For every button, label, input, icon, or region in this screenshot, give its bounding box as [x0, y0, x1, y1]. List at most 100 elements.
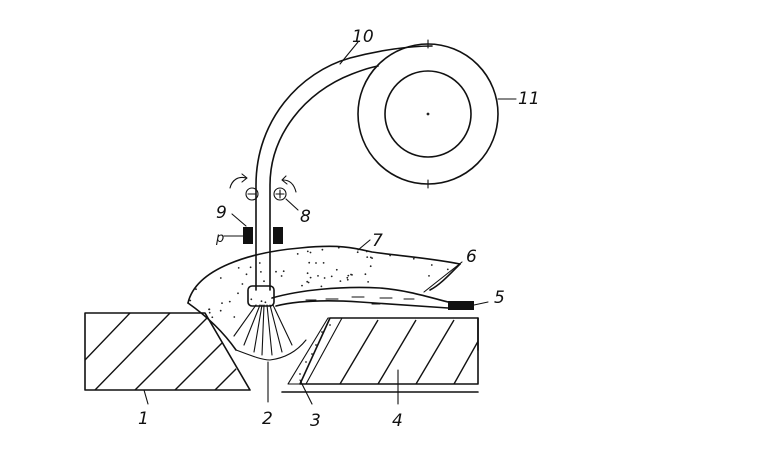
stipple-dot — [235, 248, 237, 251]
stipple-dot — [306, 272, 309, 275]
stipple-dot — [275, 270, 277, 273]
stipple-dot — [258, 262, 261, 264]
stipple-dot — [196, 273, 199, 275]
label-6: 6 — [466, 247, 477, 267]
bevel-layer — [287, 317, 343, 385]
stipple-dot — [314, 316, 316, 319]
stipple-dot — [309, 251, 312, 254]
stipple-dot — [189, 271, 191, 273]
stipple-dot — [366, 256, 369, 258]
roller-8 — [273, 187, 287, 201]
shield-gas — [187, 245, 461, 351]
stipple-dot — [250, 298, 253, 301]
stipple-dot — [350, 273, 352, 276]
stipple-dot — [372, 291, 375, 294]
label-2: 2 — [262, 409, 273, 429]
stipple-dot — [279, 312, 281, 314]
label-4: 4 — [392, 411, 403, 431]
stipple-dot — [430, 264, 433, 266]
stipple-dot — [346, 276, 349, 279]
stipple-dot — [335, 268, 338, 271]
stipple-dot — [218, 262, 221, 265]
label-8: 8 — [300, 207, 311, 227]
leader-lines — [143, 41, 517, 405]
stipple-dot — [320, 285, 323, 288]
stipple-dot — [371, 257, 373, 259]
stipple-dot — [369, 265, 372, 268]
stipple-dot — [309, 276, 312, 279]
weld-pool — [233, 304, 307, 361]
rotation-arrow-left — [229, 176, 247, 189]
stipple-dot — [245, 273, 248, 276]
stipple-dot — [260, 271, 262, 273]
stipple-dot — [364, 273, 367, 276]
bevel-dots — [299, 324, 331, 375]
stipple-dot — [233, 316, 236, 318]
label-p: p — [215, 231, 224, 246]
stipple-dot — [334, 310, 336, 313]
clamp-right — [273, 227, 283, 244]
stipple-dot — [263, 280, 265, 283]
stipple-dot — [195, 288, 197, 291]
stipple-dot — [428, 275, 430, 277]
wire-reel — [357, 39, 499, 189]
stipple-dot — [393, 292, 396, 294]
stipple-dot — [315, 262, 317, 264]
stipple-dot — [322, 295, 325, 298]
stipple-dot — [311, 307, 313, 310]
stipple-dot — [224, 261, 226, 263]
stipple-dot — [231, 246, 234, 248]
stipple-dot — [282, 270, 285, 273]
clamp-left — [243, 227, 253, 244]
stipple-dot — [233, 247, 235, 250]
stipple-dot — [442, 314, 445, 317]
stipple-dot — [317, 275, 319, 277]
stipple-dot — [321, 248, 324, 251]
workpiece-right — [281, 317, 479, 393]
stipple-dot — [366, 307, 369, 310]
stipple-dot — [307, 281, 310, 284]
stipple-dot — [241, 283, 244, 285]
stipple-dot — [401, 311, 403, 313]
stipple-dot — [330, 275, 333, 278]
stipple-dot — [189, 299, 192, 302]
stipple-dot — [208, 311, 211, 314]
stipple-dot — [391, 301, 394, 304]
label-3: 3 — [310, 411, 321, 431]
stipple-dot — [219, 277, 222, 279]
stipple-dot — [209, 250, 212, 252]
stipple-dot — [373, 298, 376, 300]
stipple-dot — [308, 261, 311, 264]
stipple-dot — [221, 302, 223, 304]
stipple-dot — [306, 280, 309, 283]
wire-tube — [247, 45, 433, 307]
sensor-block — [448, 301, 474, 310]
label-10: 10 — [352, 27, 374, 47]
rotation-arrow-right — [282, 179, 297, 193]
stipple-dot — [447, 258, 449, 261]
stipple-dot — [390, 291, 393, 293]
roller-9 — [245, 187, 259, 201]
stipple-dot — [272, 246, 275, 249]
stipple-dot — [359, 304, 362, 307]
stipple-dot — [204, 270, 207, 273]
stipple-dot — [237, 292, 239, 295]
stipple-dot — [208, 308, 210, 311]
feed-rollers — [229, 173, 297, 201]
label-11: 11 — [518, 89, 540, 109]
stipple-dot — [296, 253, 299, 255]
stipple-dot — [420, 314, 423, 317]
stipple-dot — [249, 266, 252, 269]
stipple-dot — [237, 267, 240, 269]
stipple-dot — [301, 284, 303, 287]
stipple-dot — [311, 314, 314, 317]
label-1: 1 — [138, 409, 149, 429]
stipple-dot — [356, 251, 359, 254]
stipple-dot — [200, 274, 202, 277]
contact-tip — [247, 285, 275, 307]
stipple-dot — [337, 246, 340, 249]
stipple-dot — [264, 301, 267, 304]
stipple-dot — [446, 268, 449, 271]
stipple-dot — [219, 309, 222, 312]
